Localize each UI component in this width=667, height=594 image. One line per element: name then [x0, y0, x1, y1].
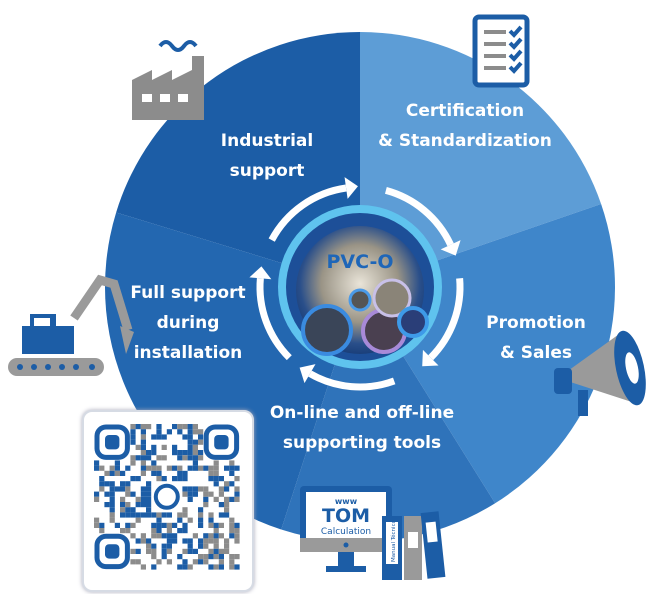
- arrow-head-icon: [422, 349, 439, 367]
- cycle-arrow: [308, 370, 396, 391]
- cycle-arrow: [268, 184, 347, 242]
- arrow-head-icon: [249, 266, 272, 280]
- svg-text:Calculation: Calculation: [321, 527, 371, 537]
- label-promotion-sales: Promotion& Sales: [486, 313, 586, 363]
- center-label: PVC-O: [326, 251, 393, 273]
- segment-certification: [360, 32, 602, 287]
- megaphone-icon: [554, 330, 646, 416]
- label-certification: Certification& Standardization: [378, 101, 552, 151]
- svg-text:www: www: [335, 497, 358, 506]
- cycle-arrow: [384, 187, 454, 247]
- arrow-head-icon: [299, 364, 316, 384]
- factory-icon: [132, 40, 204, 120]
- svg-text:Manual Técnico: Manual Técnico: [390, 519, 397, 562]
- checklist-icon: [472, 14, 530, 88]
- cycle-arrow: [428, 277, 464, 361]
- tom-calculation-monitor-icon: www TOM Calculation Manual Técnico: [300, 486, 446, 580]
- excavator-icon: [8, 274, 134, 376]
- cycle-arrow: [256, 277, 292, 361]
- arrow-head-icon: [440, 240, 461, 256]
- segment-online: [281, 287, 496, 542]
- svg-text:TOM: TOM: [322, 505, 370, 527]
- segment-industrial: [116, 32, 360, 287]
- qr-code[interactable]: [82, 410, 254, 592]
- arrow-head-icon: [344, 177, 358, 199]
- pvc-o-pipe-image: [278, 205, 442, 369]
